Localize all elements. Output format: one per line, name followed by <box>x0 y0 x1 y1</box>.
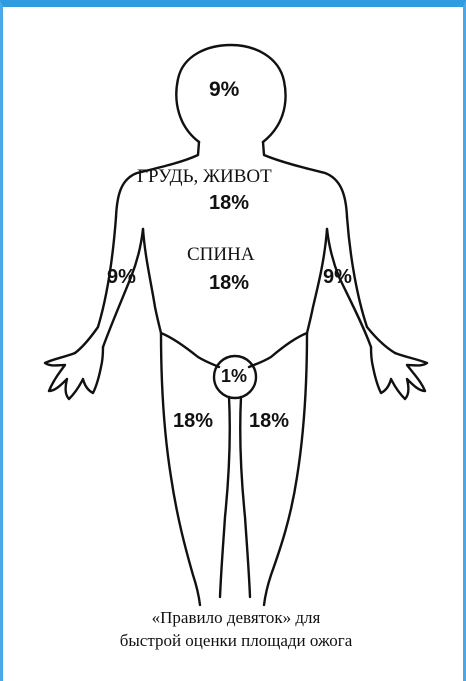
hip-line-left <box>161 333 219 367</box>
left-leg-inner <box>220 397 230 597</box>
back-title: СПИНА <box>187 245 255 264</box>
right-leg-percent: 18% <box>249 411 289 431</box>
right-arm-outer <box>347 217 395 353</box>
head-percent-label: 9% <box>209 79 239 100</box>
right-leg-outer <box>264 333 307 605</box>
right-neck-shoulder <box>263 142 347 217</box>
left-arm-inner <box>103 229 143 347</box>
left-leg-outer <box>161 333 200 605</box>
body-diagram: 9% ГРУДЬ, ЖИВОТ 18% СПИНА 18% 9% 9% 1% 1… <box>3 7 466 681</box>
chest-abdomen-title: ГРУДЬ, ЖИВОТ <box>137 167 272 186</box>
left-hand <box>45 347 103 399</box>
perineum-percent: 1% <box>221 367 247 385</box>
right-arm-percent: 9% <box>323 267 352 287</box>
body-outline <box>3 7 466 681</box>
right-hand <box>371 347 427 399</box>
left-leg-percent: 18% <box>173 411 213 431</box>
left-arm-percent: 9% <box>107 267 136 287</box>
caption: «Правило девяток» для быстрой оценки пло… <box>3 607 466 653</box>
caption-line-1: «Правило девяток» для <box>3 607 466 630</box>
hip-line-right <box>249 333 307 367</box>
chest-abdomen-percent: 18% <box>209 193 249 213</box>
left-torso-side <box>143 229 161 333</box>
back-percent: 18% <box>209 273 249 293</box>
caption-line-2: быстрой оценки площади ожога <box>3 630 466 653</box>
